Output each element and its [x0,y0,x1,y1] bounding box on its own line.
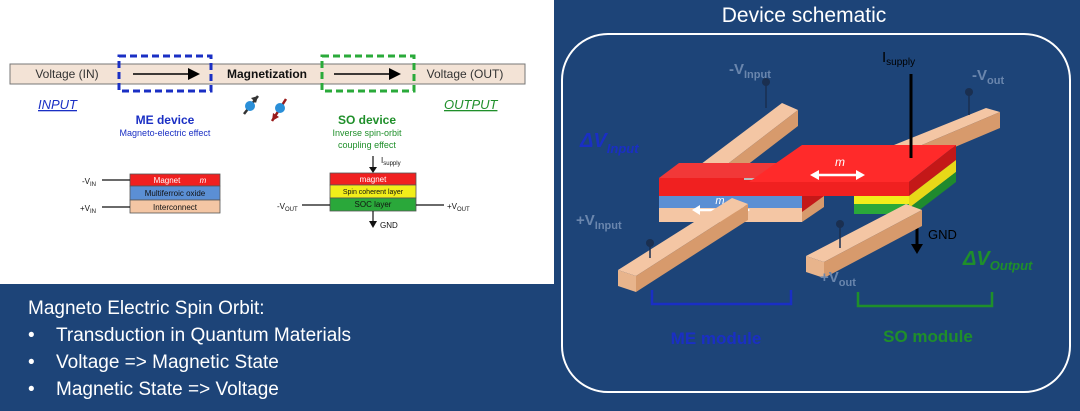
me-module-bracket [650,290,793,306]
delta-v-input-label: ΔVInput [579,130,639,156]
multiferroic-label: Multiferroic oxide [145,189,206,198]
soc-layer-label: SOC layer [355,200,392,209]
pos-v-out-label: +Vout [820,269,856,289]
summary-item: •Voltage => Magnetic State [28,349,351,376]
me-stack: Magnet m Multiferroic oxide Interconnect… [80,173,221,215]
me-device-box [117,54,213,93]
isupply-label: Isupply [882,49,915,68]
spin-up-icon [243,95,259,115]
summary-list: Magneto Electric Spin Orbit: •Transducti… [28,295,351,403]
vin-pos-contact [618,198,748,292]
so-neg-vout: -VOUT [277,202,298,213]
me-neg-vin: -VIN [82,177,96,188]
delta-v-output-label: ΔVOutput [962,248,1033,273]
voltage-out-label: Voltage (OUT) [427,67,504,81]
so-module-label: SO module [883,327,973,346]
output-label: OUTPUT [444,97,499,112]
isupply-wire: Isupply [882,49,915,158]
me-magnet-label: Magnet [154,176,181,185]
so-device-box [320,54,416,93]
spin-coherent-label: Spin coherent layer [343,189,404,196]
bullet-icon: • [28,379,35,400]
gnd-arrow-icon: GND [911,225,957,254]
me-effect-label: Magneto-electric effect [120,128,211,138]
interconnect-label: Interconnect [153,203,198,212]
schematic-frame [561,33,1071,393]
spin-down-icon [270,98,288,122]
device-schematic: Device schematic m [561,4,1071,393]
so-gnd: GND [380,221,398,230]
so-module-bracket [856,292,994,308]
so-magnet-label: magnet [360,175,387,184]
me-m-vector: m [715,195,724,207]
so-module-stack: m [749,145,956,218]
bullet-icon: • [28,325,35,346]
pos-v-input-label: +VInput [576,212,622,232]
so-pos-vout: +VOUT [447,202,470,213]
me-module-label: ME module [671,329,762,348]
magnetization-label: Magnetization [227,67,307,81]
vout-pos-contact [806,204,922,278]
so-isupply: Isupply [381,156,401,167]
so-stack: Isupply magnet Spin coherent layer SOC l… [277,156,470,230]
schematic-title: Device schematic [722,4,887,27]
overview-diagram: Voltage (IN) Magnetization Voltage (OUT)… [9,54,526,230]
summary-item: •Magnetic State => Voltage [28,376,351,403]
bullet-icon: • [28,352,35,373]
so-m-vector: m [835,155,845,169]
overview-panel: Voltage (IN) Magnetization Voltage (OUT)… [0,0,554,284]
me-device-label: ME device [136,113,195,127]
so-effect-line2: coupling effect [338,140,396,150]
neg-v-out-label: -Vout [972,67,1004,87]
voltage-in-label: Voltage (IN) [35,67,98,81]
so-device-label: SO device [338,113,396,127]
schematic-panel: Device schematic m [554,0,1080,406]
me-m-symbol: m [200,176,207,185]
summary-heading: Magneto Electric Spin Orbit: [28,298,265,319]
neg-v-input-label: -VInput [729,61,771,81]
so-effect-line1: Inverse spin-orbit [332,128,402,138]
input-label: INPUT [38,97,78,112]
summary-item: •Transduction in Quantum Materials [28,322,351,349]
gnd-label: GND [928,227,957,242]
me-pos-vin: +VIN [80,204,96,215]
